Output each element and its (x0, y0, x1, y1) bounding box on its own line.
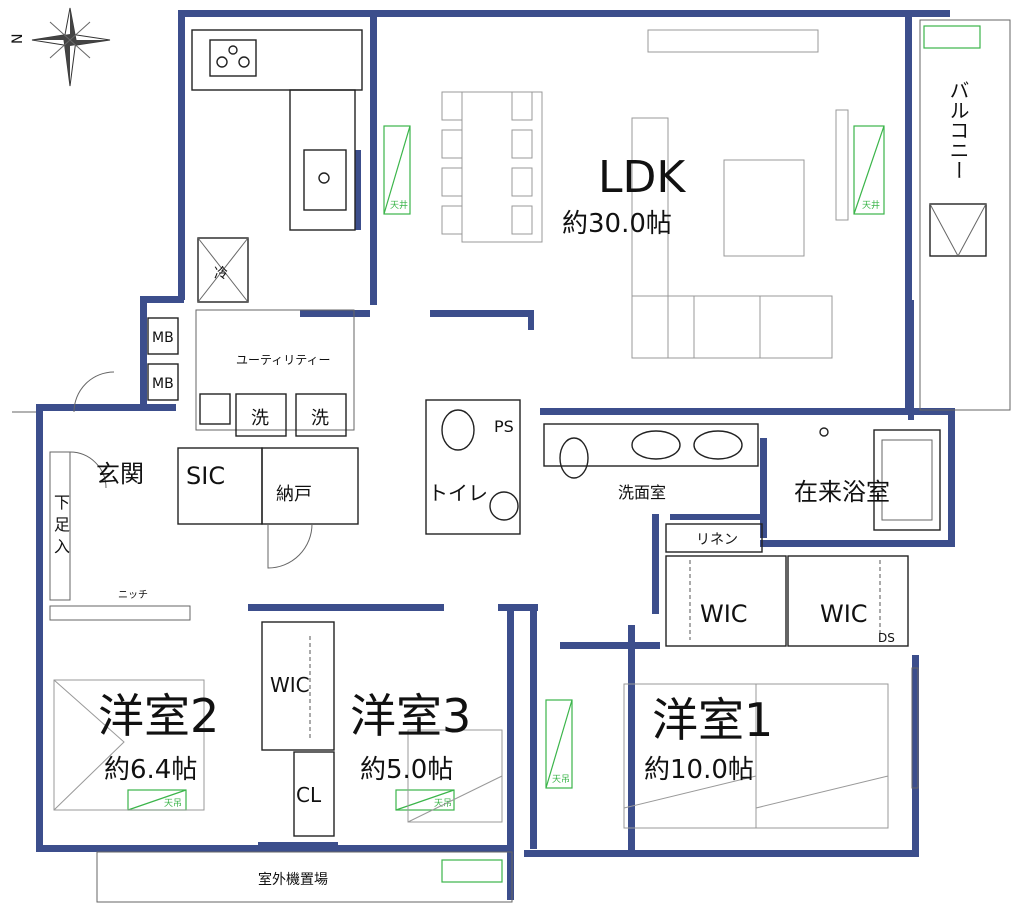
beds (53, 679, 889, 829)
compass-icon (31, 7, 111, 87)
cl-label: CL (296, 783, 322, 807)
compass-north-label: N (10, 34, 26, 44)
ac-label-bedroom3: 天吊 (434, 798, 452, 809)
ps-label: PS (494, 417, 514, 436)
wic-2-label: WIC (820, 600, 868, 628)
entrance-label: 玄関 (96, 460, 144, 488)
ac-markers (127, 25, 981, 883)
washer-2-label: 洗 (311, 408, 329, 429)
toilet-label: トイレ (428, 481, 488, 505)
balcony-label: バルコニー (946, 80, 970, 180)
washer-1-label: 洗 (251, 408, 269, 429)
bedroom-3-label: 洋室3 (350, 689, 471, 743)
wet-area (261, 399, 941, 837)
ds-label: DS (878, 631, 895, 645)
washroom-label: 洗面室 (618, 483, 666, 502)
ac-label-bedroom2: 天吊 (164, 798, 182, 809)
ac-label-ldk-left: 天井 (390, 199, 408, 211)
window-lines (12, 19, 1011, 903)
shoe-box-label-2: 足 (54, 515, 70, 534)
balcony-area (929, 203, 987, 257)
ldk-furniture (441, 29, 849, 359)
bedroom-1-label: 洋室1 (652, 693, 773, 747)
fridge-label: 冷 (214, 266, 228, 282)
ldk-size: 約30.0帖 (562, 209, 672, 239)
shoe-box-label-3: 入 (54, 537, 70, 556)
sic-label: SIC (186, 462, 225, 490)
wic-3-label: WIC (270, 673, 310, 697)
bathroom-label: 在来浴室 (794, 478, 890, 506)
niche-label: ニッチ (118, 589, 148, 601)
bedroom-2-size: 約6.4帖 (104, 755, 197, 785)
interior-walls (248, 15, 914, 850)
ac-label-ldk-right: 天井 (862, 199, 880, 211)
mb-2-label: MB (152, 376, 174, 392)
bedroom-2-label: 洋室2 (98, 689, 219, 743)
storage-label: 納戸 (276, 484, 312, 505)
bedroom-1-size: 約10.0帖 (644, 755, 754, 785)
kitchen-area (191, 29, 363, 303)
shoe-box-label-1: 下 (54, 493, 70, 512)
ldk-label: LDK (598, 152, 686, 203)
utility-label: ユーティリティー (236, 353, 331, 367)
ac-label-bedroom1: 天吊 (552, 774, 570, 785)
mb-1-label: MB (152, 330, 174, 346)
outdoor-unit-label: 室外機置場 (258, 871, 328, 888)
linen-label: リネン (696, 532, 738, 548)
bedroom-3-size: 約5.0帖 (360, 755, 453, 785)
utility-area (49, 309, 359, 621)
wic-1-label: WIC (700, 600, 748, 628)
